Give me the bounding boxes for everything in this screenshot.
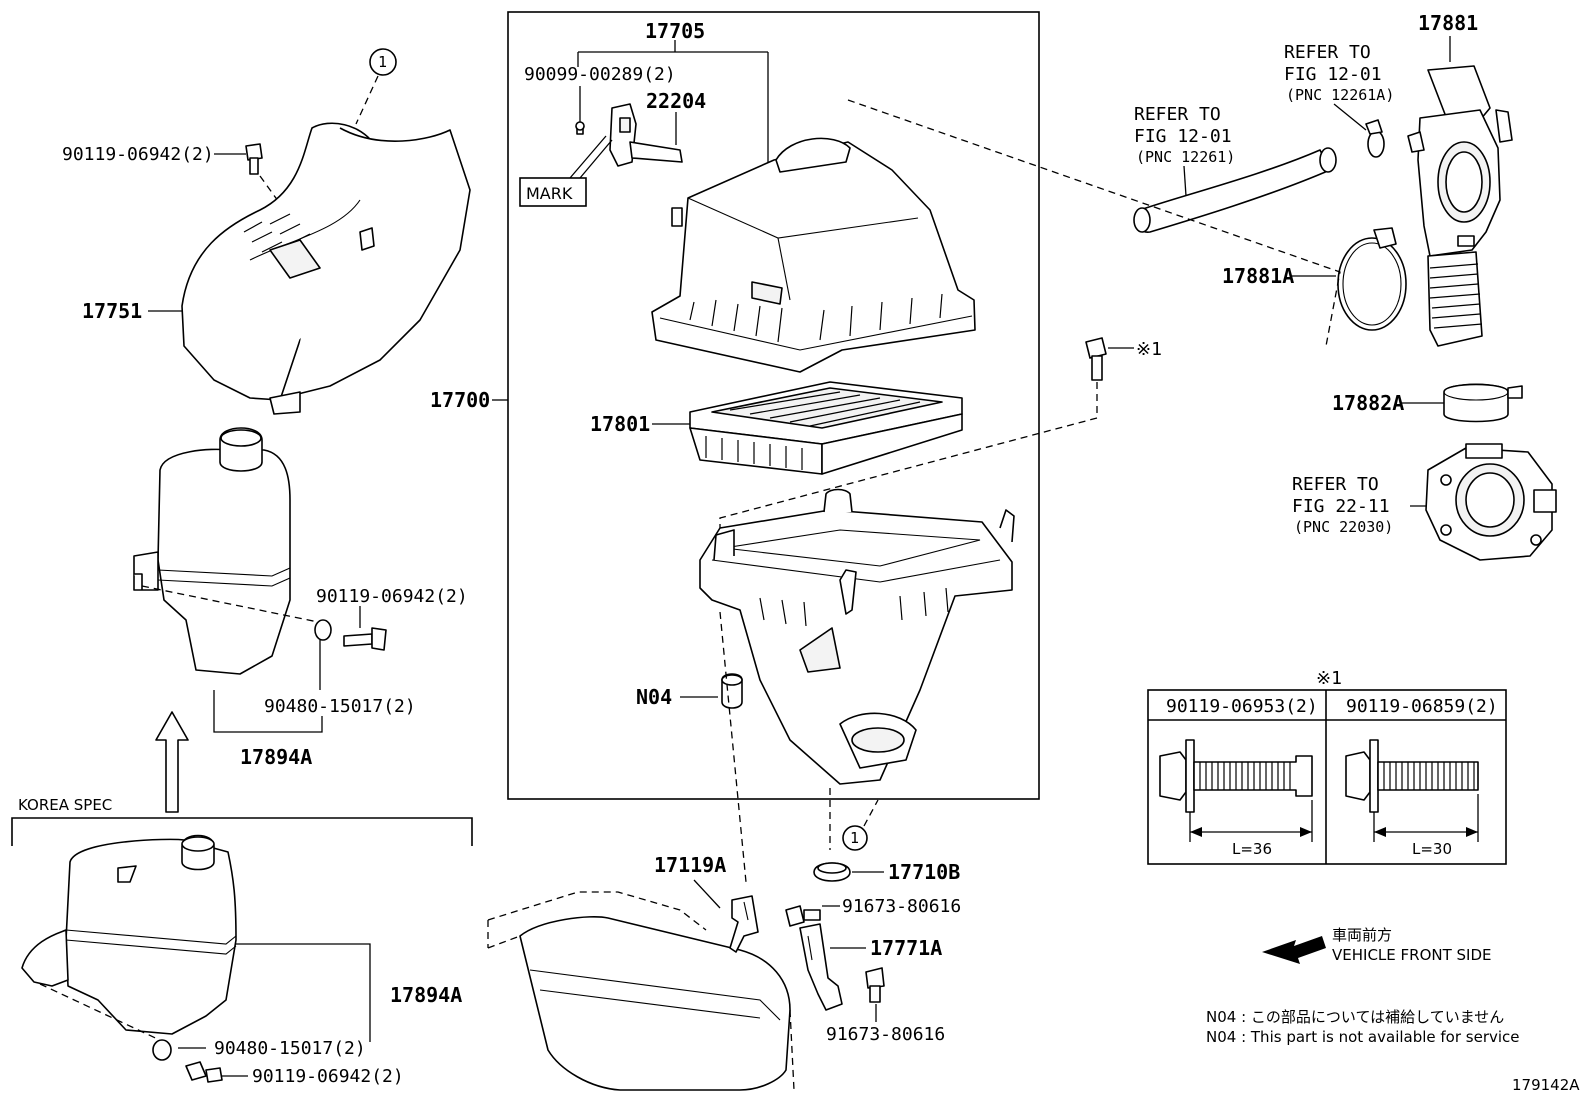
label-front-jp[interactable]: 車両前方 — [1332, 926, 1392, 944]
label-korea-spec[interactable]: KOREA SPEC — [18, 796, 112, 814]
breather-hose-icon — [1133, 147, 1337, 233]
grommet-icon — [314, 619, 332, 641]
label-refer-22030-1[interactable]: REFER TO — [1292, 474, 1379, 495]
label-17894A-bottom[interactable]: 17894A — [390, 983, 462, 1007]
table-col2-header[interactable]: 90119-06859(2) — [1346, 696, 1498, 717]
circle-ref-1-text: 1 — [378, 53, 387, 71]
label-17894A-mid[interactable]: 17894A — [240, 745, 312, 769]
label-refer-12261-1[interactable]: REFER TO — [1134, 104, 1221, 125]
label-17710B[interactable]: 17710B — [888, 860, 960, 884]
note-en[interactable]: N04 : This part is not available for ser… — [1206, 1028, 1520, 1046]
grommet-icon — [152, 1039, 172, 1061]
label-90119-06942-mid[interactable]: 90119-06942(2) — [316, 586, 468, 607]
label-90099-00289[interactable]: 90099-00289(2) — [524, 64, 676, 85]
air-cleaner-cap-icon — [651, 137, 976, 373]
resonator-tank-icon — [133, 427, 291, 675]
bolt-icon — [343, 627, 387, 651]
label-refer-12261A-1[interactable]: REFER TO — [1284, 42, 1371, 63]
label-17751[interactable]: 17751 — [82, 299, 142, 323]
air-filter-element-icon — [689, 381, 963, 475]
hose-clamp-small-icon — [1365, 119, 1385, 158]
bolt-icon — [1085, 337, 1107, 381]
bracket-17119A-icon — [729, 895, 759, 953]
screw-icon — [575, 121, 585, 135]
label-refer-12261-2[interactable]: FIG 12-01 — [1134, 126, 1232, 147]
label-17881A[interactable]: 17881A — [1222, 264, 1294, 288]
label-22204[interactable]: 22204 — [646, 89, 706, 113]
circle-ref-1-b-text: 1 — [850, 829, 859, 847]
label-90119-06942-bottom[interactable]: 90119-06942(2) — [252, 1066, 404, 1087]
bolt-table — [1147, 689, 1507, 865]
label-90480-15017-bottom[interactable]: 90480-15017(2) — [214, 1038, 366, 1059]
battery-cover-icon — [487, 891, 795, 1091]
note-jp[interactable]: N04 : この部品については補給していません — [1206, 1008, 1504, 1026]
throttle-body-icon — [1425, 443, 1557, 561]
bolt-90119-06953-icon — [1159, 739, 1313, 813]
assembly-frame-17700 — [507, 11, 1040, 800]
label-refer-22030-2[interactable]: FIG 22-11 — [1292, 496, 1390, 517]
label-mark[interactable]: MARK — [526, 184, 573, 203]
table-title: ※1 — [1316, 668, 1342, 689]
vehicle-front-arrow-icon — [1262, 936, 1326, 964]
grommet-17710B-icon — [813, 862, 851, 882]
bolt-90119-06859-icon — [1345, 739, 1479, 813]
label-star1[interactable]: ※1 — [1136, 339, 1162, 360]
label-17119A[interactable]: 17119A — [654, 853, 726, 877]
label-n04[interactable]: N04 — [636, 685, 672, 709]
table-len2: L=30 — [1412, 840, 1452, 858]
up-arrow-icon — [155, 711, 189, 813]
label-refer-12261A-2[interactable]: FIG 12-01 — [1284, 64, 1382, 85]
label-refer-12261-3[interactable]: (PNC 12261) — [1136, 148, 1235, 166]
air-flow-sensor-icon — [609, 103, 683, 167]
bracket-17771A-icon — [799, 923, 843, 1011]
table-col1-header[interactable]: 90119-06953(2) — [1166, 696, 1318, 717]
label-refer-12261A-3[interactable]: (PNC 12261A) — [1286, 86, 1394, 104]
figure-id: 179142A — [1512, 1076, 1580, 1094]
air-intake-connector-icon — [1407, 65, 1513, 347]
label-90480-15017-mid[interactable]: 90480-15017(2) — [264, 696, 416, 717]
rubber-grommet-icon — [721, 673, 743, 709]
air-inlet-duct-icon — [181, 122, 471, 415]
label-front-en[interactable]: VEHICLE FRONT SIDE — [1332, 946, 1492, 964]
label-91673-80616-a[interactable]: 91673-80616 — [842, 896, 961, 917]
label-17882A[interactable]: 17882A — [1332, 391, 1404, 415]
bolt-icon — [185, 1061, 223, 1083]
bolt-icon — [245, 143, 263, 175]
label-17881[interactable]: 17881 — [1418, 11, 1478, 35]
bolt-icon — [865, 967, 885, 1003]
hose-clamp-17882A-icon — [1443, 383, 1523, 423]
label-17771A[interactable]: 17771A — [870, 936, 942, 960]
label-17700[interactable]: 17700 — [430, 388, 490, 412]
label-17801[interactable]: 17801 — [590, 412, 650, 436]
resonator-tank-korea-icon — [21, 834, 237, 1035]
label-90119-06942-top[interactable]: 90119-06942(2) — [62, 144, 214, 165]
circle-ref-1-icon — [369, 48, 397, 76]
label-17705[interactable]: 17705 — [645, 19, 705, 43]
table-len1: L=36 — [1232, 840, 1272, 858]
air-cleaner-case-icon — [699, 488, 1015, 785]
label-91673-80616-b[interactable]: 91673-80616 — [826, 1024, 945, 1045]
circle-ref-1-b-icon — [842, 825, 868, 851]
label-refer-22030-3[interactable]: (PNC 22030) — [1294, 518, 1393, 536]
bolt-icon — [785, 905, 821, 927]
hose-clamp-17881A-icon — [1337, 227, 1407, 331]
